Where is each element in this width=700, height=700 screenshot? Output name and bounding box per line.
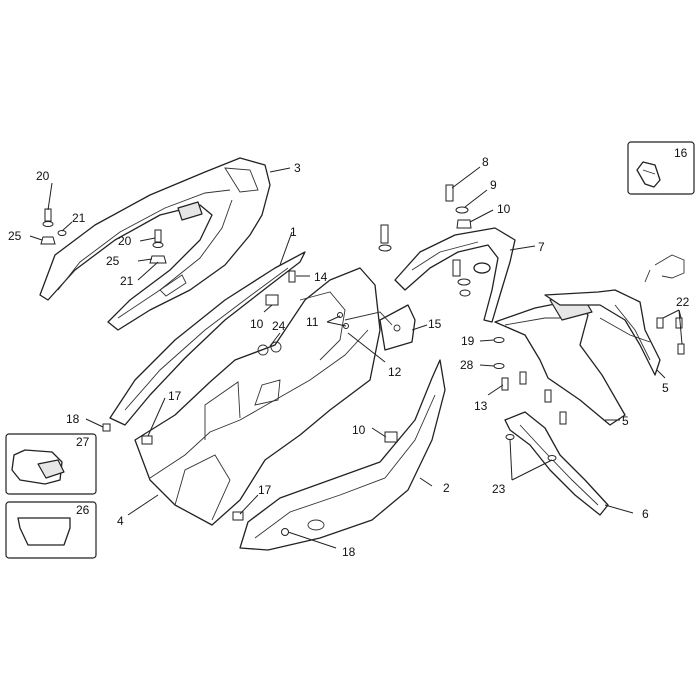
callout-21-mid: 21 — [120, 274, 134, 288]
callout-5-lower: 5 — [622, 414, 629, 428]
part-7-grab-handle — [394, 227, 516, 323]
callout-15: 15 — [428, 317, 442, 331]
inset-box-27 — [5, 433, 97, 495]
callout-23: 23 — [492, 482, 506, 496]
part-1-side-trim — [109, 251, 306, 426]
callout-14: 14 — [314, 270, 328, 284]
callout-20-mid: 20 — [118, 234, 132, 248]
callout-17-right: 17 — [258, 483, 272, 497]
callout-7: 7 — [538, 240, 545, 254]
part-5-rear-support — [544, 289, 661, 376]
callout-10-top: 10 — [497, 202, 511, 216]
callout-6: 6 — [642, 507, 649, 521]
part-6-lower-bracket — [504, 411, 609, 516]
callout-2: 2 — [443, 481, 450, 495]
part-3-rear-tail-frame — [39, 157, 271, 331]
callout-20-left: 20 — [36, 169, 50, 183]
callout-18-left: 18 — [66, 412, 80, 426]
callout-16: 16 — [674, 146, 688, 160]
callout-17-left: 17 — [168, 389, 182, 403]
part-2-side-panel — [239, 359, 446, 551]
callout-10-bottom: 10 — [352, 423, 366, 437]
callout-24: 24 — [272, 319, 286, 333]
callout-11: 11 — [306, 315, 319, 329]
fasteners — [40, 184, 685, 536]
callout-10-left: 10 — [250, 317, 264, 331]
callout-21-left: 21 — [72, 211, 86, 225]
callout-labels: 1 2 3 4 5 5 6 7 8 9 10 10 10 11 12 13 14… — [8, 146, 690, 559]
callout-5-upper: 5 — [662, 381, 669, 395]
callout-4: 4 — [117, 514, 124, 528]
callout-18-right: 18 — [342, 545, 356, 559]
part-15-bracket — [379, 304, 416, 351]
callout-12: 12 — [388, 365, 402, 379]
part-4-undertray — [134, 267, 381, 526]
callout-9: 9 — [490, 178, 497, 192]
inset-box-16 — [627, 141, 695, 195]
callout-1: 1 — [290, 225, 297, 239]
callout-3: 3 — [294, 161, 301, 175]
callout-8: 8 — [482, 155, 489, 169]
inset-box-26 — [5, 501, 97, 559]
leader-lines — [29, 166, 683, 549]
callout-13: 13 — [474, 399, 488, 413]
callout-28: 28 — [460, 358, 474, 372]
callout-27: 27 — [76, 435, 90, 449]
callout-19: 19 — [461, 334, 475, 348]
callout-25-mid: 25 — [106, 254, 120, 268]
callout-22: 22 — [676, 295, 690, 309]
part-12-rod — [344, 311, 393, 326]
part-5-license-plate-holder — [494, 294, 626, 426]
callout-25-left: 25 — [8, 229, 22, 243]
callout-26: 26 — [76, 503, 90, 517]
